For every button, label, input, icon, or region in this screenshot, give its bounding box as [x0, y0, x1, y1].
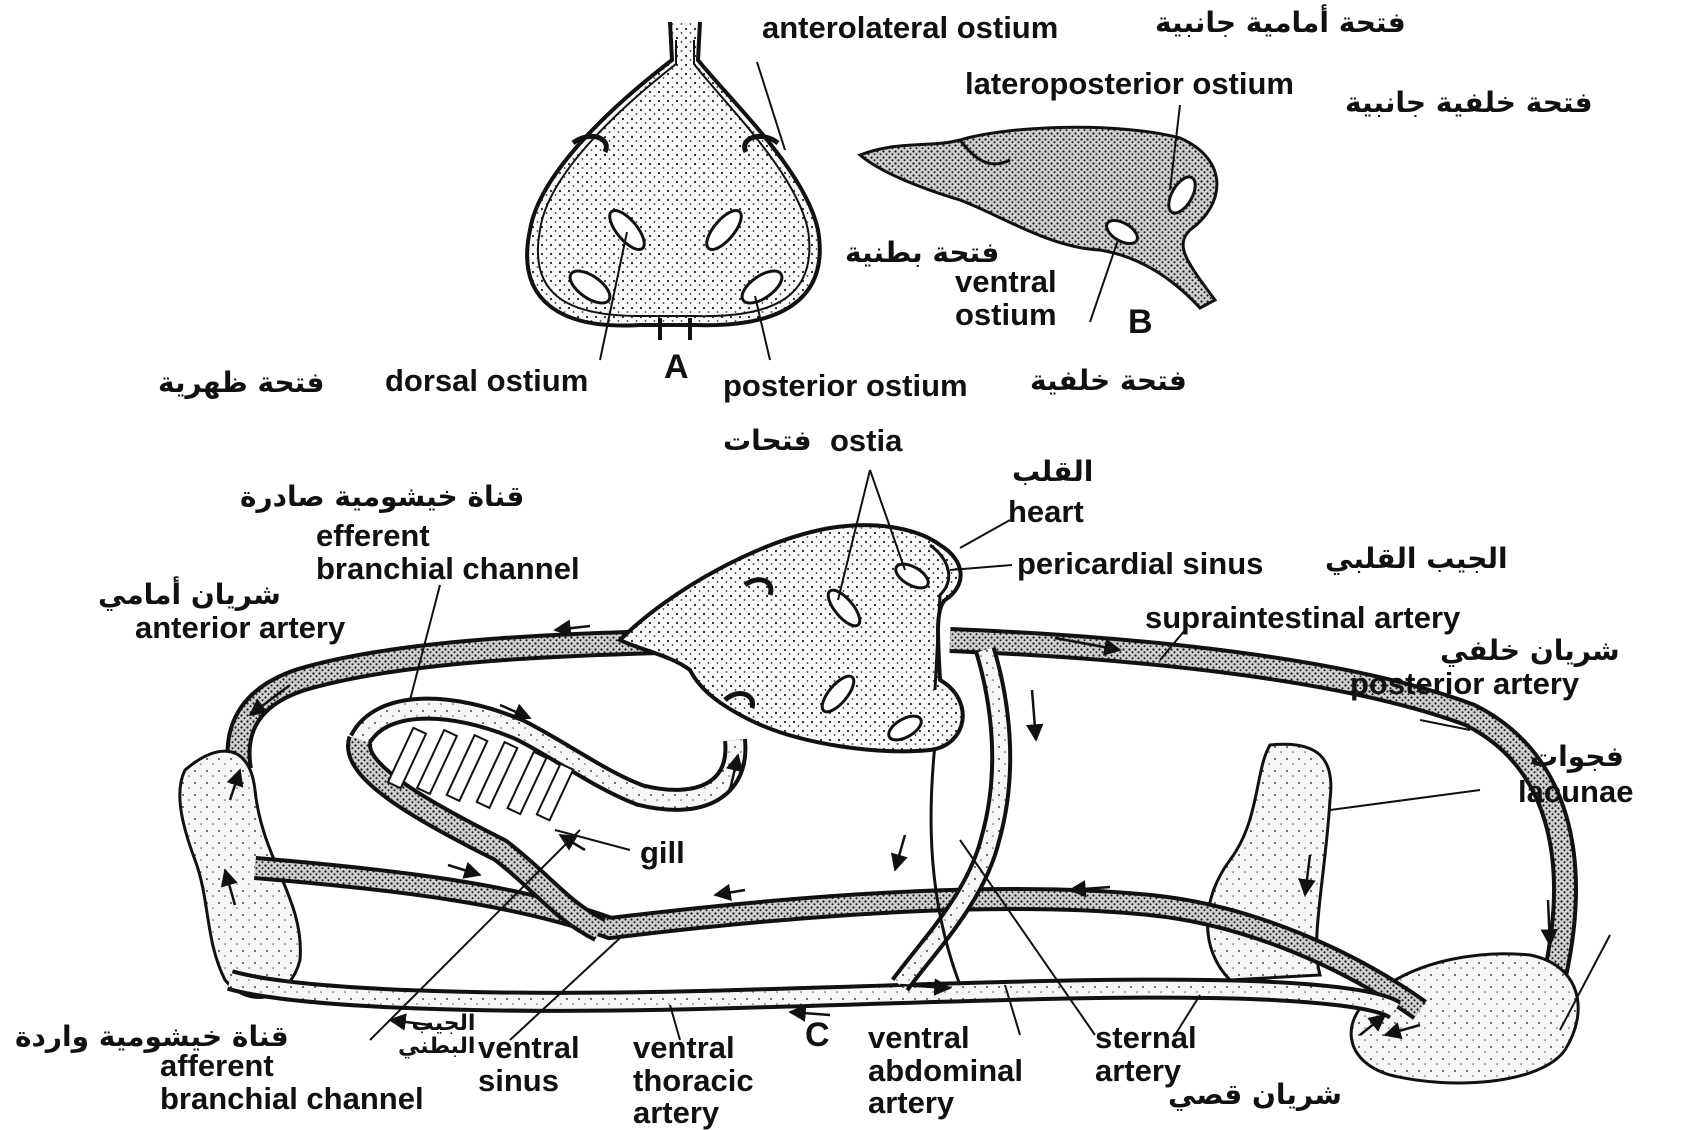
heart-label-ar: القلب [1012, 457, 1093, 486]
sternal-artery-label-ar: شريان قصي [1168, 1080, 1342, 1109]
panel-letter-b: B [1128, 305, 1153, 341]
ostia-label-ar: فتحات [723, 426, 812, 455]
panel-letter-a: A [664, 350, 689, 386]
heart-label: heart [1008, 496, 1084, 529]
ventral-ostium-label: ventral ostium [955, 266, 1057, 331]
pericardial-sinus-label: pericardial sinus [1017, 548, 1263, 581]
anterolateral-ostium-label: anterolateral ostium [762, 12, 1058, 45]
figure-a-heart [527, 22, 820, 360]
anterior-artery-label: anterior artery [135, 612, 345, 645]
ventral-sinus-label: ventral sinus [478, 1032, 580, 1097]
posterior-ostium-label: posterior ostium [723, 370, 968, 403]
posterior-artery-label-ar: شريان خلفي [1440, 636, 1620, 665]
lateroposterior-ostium-label-ar: فتحة خلفية جانبية [1345, 88, 1593, 117]
dorsal-ostium-label: dorsal ostium [385, 365, 588, 398]
efferent-branchial-channel-label-ar: قناة خيشومية صادرة [240, 482, 524, 511]
dorsal-ostium-label-ar: فتحة ظهرية [158, 368, 324, 397]
lacunae-label-ar: فجوات [1530, 742, 1624, 771]
posterior-artery-label: posterior artery [1350, 668, 1579, 701]
pericardial-sinus-label-ar: الجيب القلبي [1325, 544, 1508, 573]
supraintestinal-artery-label: supraintestinal artery [1145, 602, 1460, 635]
ventral-abdominal-artery-label: ventral abdominal artery [868, 1022, 1023, 1120]
lacunae-label: lacunae [1518, 776, 1633, 809]
efferent-branchial-channel-label: efferent branchial channel [316, 520, 580, 585]
anterolateral-ostium-label-ar: فتحة أمامية جانبية [1155, 8, 1406, 37]
afferent-branchial-channel-label-ar: قناة خيشومية واردة [15, 1022, 289, 1051]
posterior-ostium-label-ar: فتحة خلفية [1030, 366, 1187, 395]
ostia-label: ostia [830, 425, 902, 458]
ventral-ostium-label-ar: فتحة بطنية [845, 238, 999, 267]
gill-label: gill [640, 837, 685, 870]
lateroposterior-ostium-label: lateroposterior ostium [965, 68, 1294, 101]
anterior-artery-label-ar: شريان أمامي [98, 580, 281, 609]
panel-letter-c: C [805, 1018, 830, 1054]
afferent-branchial-channel-label: afferent branchial channel [160, 1050, 424, 1115]
ventral-sinus-label-ar: الجيب البطني [398, 1012, 475, 1058]
ventral-thoracic-artery-label: ventral thoracic artery [633, 1032, 754, 1130]
